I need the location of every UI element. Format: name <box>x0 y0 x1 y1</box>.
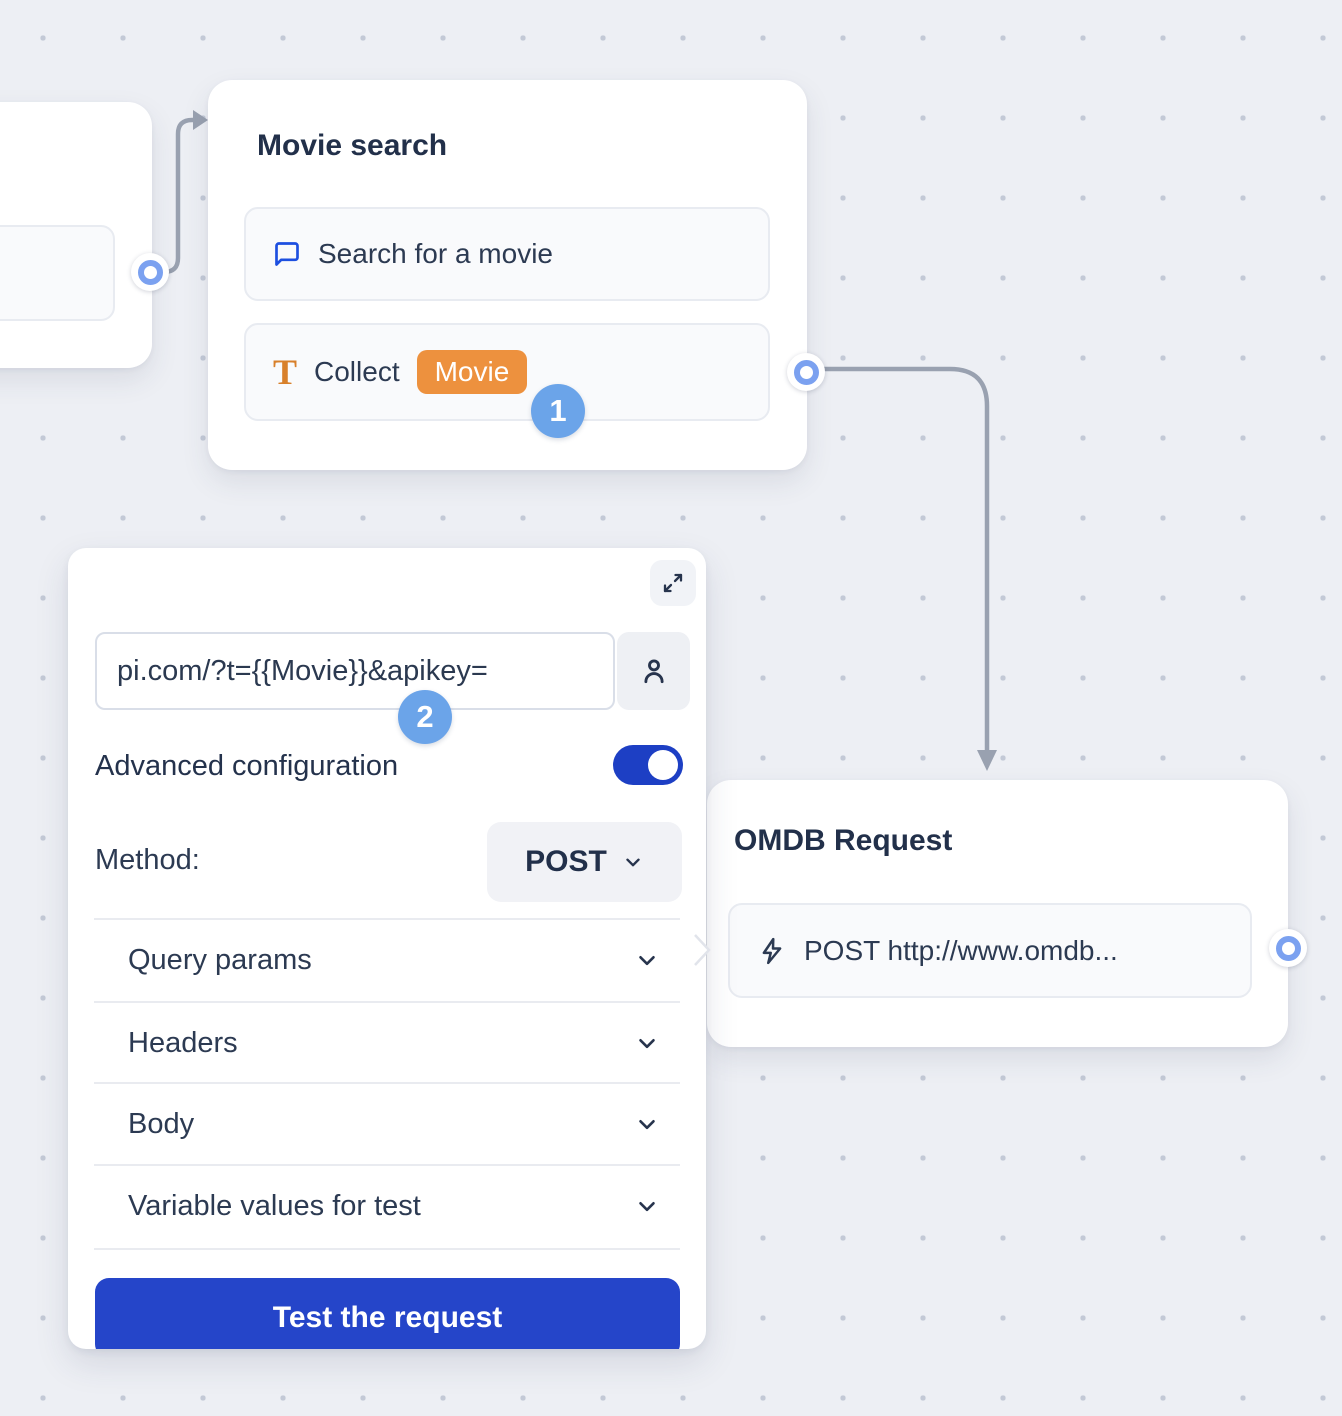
section-body[interactable]: Body <box>94 1084 680 1164</box>
webhook-config-panel[interactable]: Advanced configuration Method: POST Quer… <box>68 548 706 1349</box>
movie-search-node[interactable]: Movie search Search for a movie T Collec… <box>208 80 807 470</box>
section-query-params[interactable]: Query params <box>94 920 680 1000</box>
collect-row-label: Collect <box>314 356 400 387</box>
advanced-configuration-toggle[interactable] <box>613 745 683 785</box>
divider <box>94 1001 680 1003</box>
step-badge-2: 2 <box>398 690 452 744</box>
collect-row[interactable]: T Collect Movie <box>244 323 770 421</box>
section-label: Query params <box>128 943 312 976</box>
test-request-button[interactable]: Test the request <box>95 1278 680 1349</box>
method-value: POST <box>525 845 607 878</box>
method-label: Method: <box>95 844 200 876</box>
chevron-down-icon <box>634 1193 660 1219</box>
divider <box>94 1248 680 1250</box>
toggle-knob <box>648 750 678 780</box>
omdb-input-notch <box>692 933 714 972</box>
previous-node-card[interactable] <box>0 102 152 368</box>
question-row-label: Search for a movie <box>318 238 553 269</box>
chat-bubble-icon <box>273 240 301 268</box>
person-icon <box>639 656 669 686</box>
omdb-request-node[interactable]: OMDB Request POST http://www.omdb... <box>707 780 1288 1047</box>
expand-icon <box>661 571 685 595</box>
chevron-down-icon <box>634 947 660 973</box>
text-icon: T <box>273 352 298 392</box>
step-badge-1: 1 <box>531 384 585 438</box>
method-select[interactable]: POST <box>487 822 682 902</box>
insert-variable-button[interactable] <box>617 632 690 710</box>
divider <box>94 918 680 920</box>
section-label: Body <box>128 1107 195 1140</box>
chevron-down-icon <box>622 851 644 873</box>
advanced-configuration-label: Advanced configuration <box>95 750 399 782</box>
request-row[interactable]: POST http://www.omdb... <box>728 903 1252 998</box>
port-ring <box>137 259 163 285</box>
port-ring <box>1275 935 1301 961</box>
expand-button[interactable] <box>650 560 696 606</box>
section-label: Headers <box>128 1026 238 1059</box>
request-row-label: POST http://www.omdb... <box>804 934 1118 966</box>
question-row[interactable]: Search for a movie <box>244 207 770 301</box>
movie-search-output-port[interactable] <box>787 353 825 391</box>
divider <box>94 1082 680 1084</box>
divider <box>94 1164 680 1166</box>
section-variable-values[interactable]: Variable values for test <box>94 1166 680 1246</box>
lightning-icon <box>757 936 787 966</box>
chevron-down-icon <box>634 1030 660 1056</box>
node-title: OMDB Request <box>734 824 953 857</box>
section-label: Variable values for test <box>128 1189 421 1222</box>
section-headers[interactable]: Headers <box>94 1003 680 1083</box>
previous-node-output-port[interactable] <box>131 253 169 291</box>
port-ring <box>793 359 819 385</box>
previous-node-row[interactable] <box>0 225 115 321</box>
url-input[interactable] <box>95 632 615 710</box>
chevron-down-icon <box>634 1111 660 1137</box>
node-title: Movie search <box>257 129 448 162</box>
omdb-output-port[interactable] <box>1269 929 1307 967</box>
variable-badge[interactable]: Movie <box>416 350 528 394</box>
